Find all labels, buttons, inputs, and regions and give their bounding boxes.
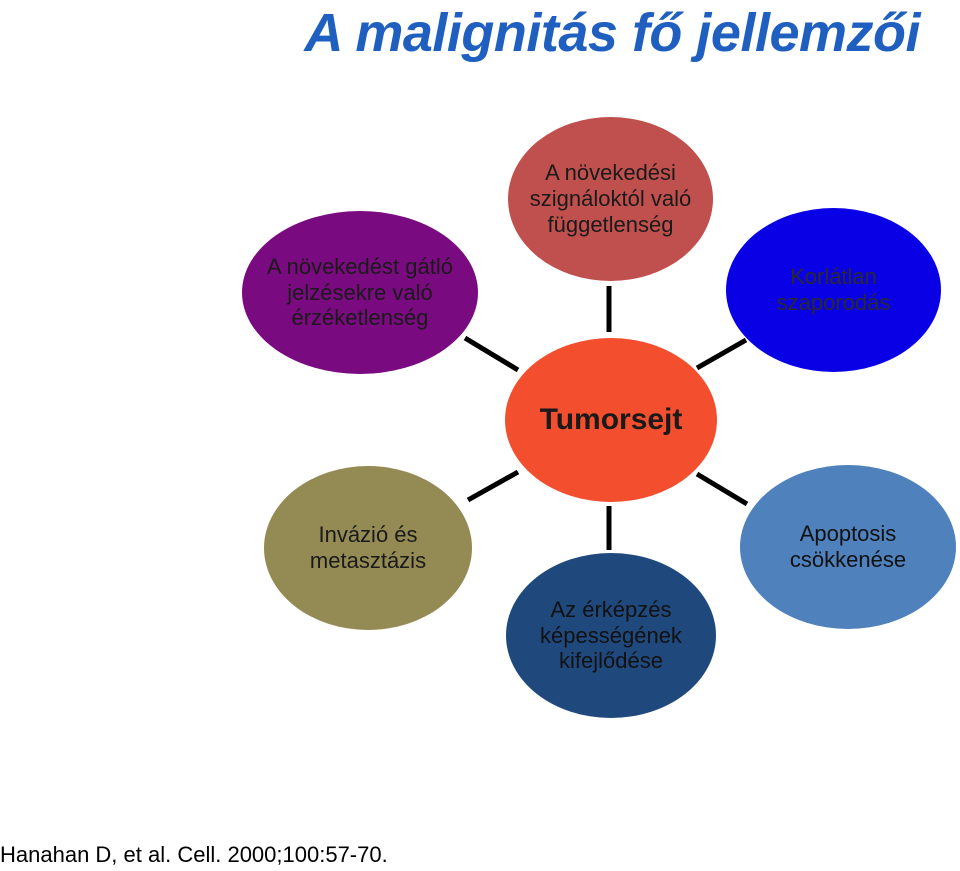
connector-bottom-left	[466, 469, 520, 503]
node-antigrowth-insensitivity: A növekedést gátló jelzésekre való érzék…	[242, 211, 478, 374]
node-label: A növekedést gátló jelzésekre való érzék…	[267, 253, 453, 331]
connector-top-right	[695, 337, 748, 371]
node-invasion-metastasis: Invázió és metasztázis	[264, 466, 472, 630]
node-label: A növekedési szignáloktól való független…	[529, 160, 692, 237]
node-tumor-cell: Tumorsejt	[505, 338, 717, 502]
connector-top-left	[463, 335, 520, 373]
node-label: Apoptosis csökkenése	[789, 521, 907, 572]
node-label: Korlátlan szaporodás	[776, 264, 891, 315]
page-title: A malignitás fő jellemzői	[304, 3, 920, 63]
node-growth-signal-independence: A növekedési szignáloktól való független…	[508, 117, 713, 281]
center-label: Tumorsejt	[539, 403, 683, 437]
node-label: Az érképzés képességének kifejlődése	[540, 596, 682, 674]
connector-bottom-right	[695, 471, 749, 507]
node-label: Invázió és metasztázis	[309, 522, 427, 573]
node-angiogenesis: Az érképzés képességének kifejlődése	[506, 553, 716, 718]
node-limitless-replication: Korlátlan szaporodás	[726, 208, 941, 372]
citation: Hanahan D, et al. Cell. 2000;100:57-70.	[0, 842, 388, 867]
node-apoptosis-evasion: Apoptosis csökkenése	[740, 465, 956, 629]
